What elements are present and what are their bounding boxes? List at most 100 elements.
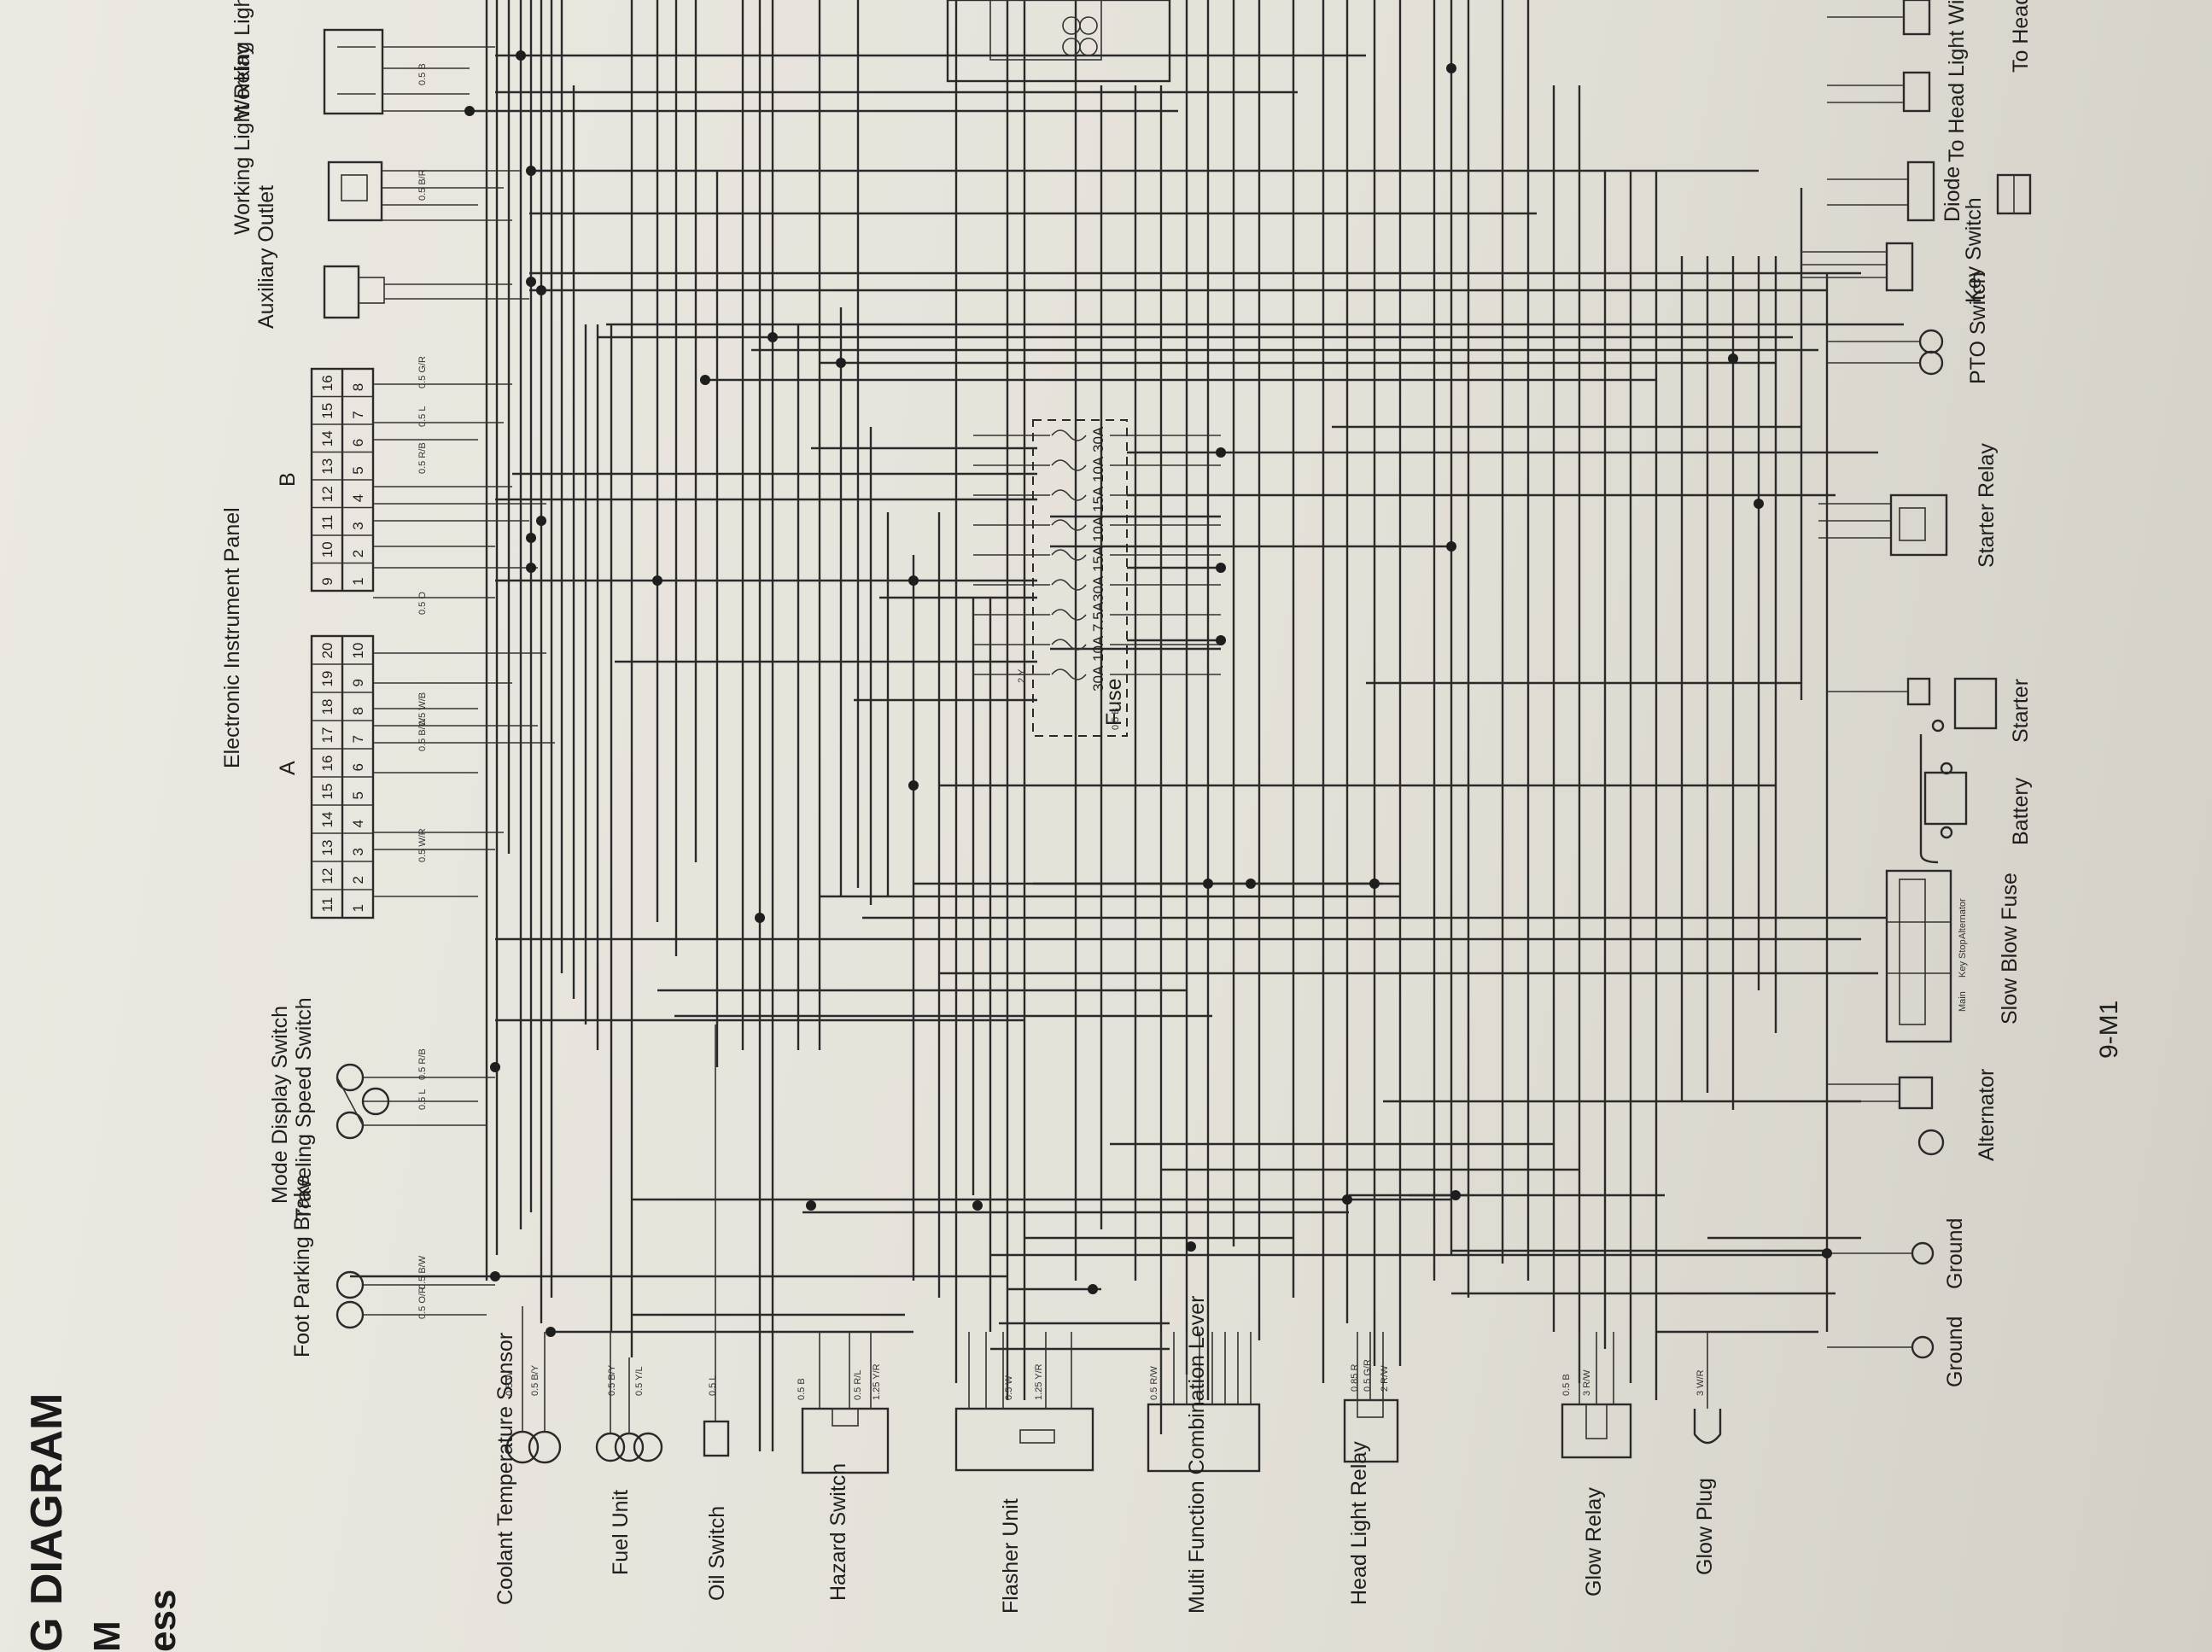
oil-switch (703, 1024, 730, 1457)
fuse-rating: 10A (1090, 516, 1106, 542)
wire-code: 2 R/W (1380, 1365, 1390, 1392)
page-number: 9-M1 (2095, 1001, 2123, 1059)
working-light-switch (323, 28, 495, 115)
coolant-temperature-sensor (505, 1306, 562, 1464)
label-to-head-light-wire-harness-3: To Head Light Wire Harness 3 (1945, 0, 1969, 162)
fuse-rating: 30A (1090, 665, 1106, 692)
panel-connector-b-label: B (276, 472, 300, 487)
connector-pin: 8 (350, 707, 366, 715)
auxiliary-outlet (323, 265, 529, 319)
head-light-relay (1343, 1332, 1399, 1463)
fuse-rating: 10A (1090, 635, 1106, 662)
fuse-rating: 30A (1090, 575, 1106, 602)
connector-pin: 12 (319, 868, 336, 884)
label-ground-2: Ground (1943, 1218, 1967, 1289)
fuse-rating: 15A (1090, 486, 1106, 512)
connector-pin: 7 (350, 411, 366, 418)
label-diode: Diode (1941, 166, 1964, 222)
header-title: G DIAGRAM (22, 1393, 72, 1652)
wire-code: 0.5 R/L (853, 1370, 863, 1400)
wire-code: 0.5 B/W (417, 717, 428, 751)
vertical-bus (485, 0, 1829, 1451)
ground-1 (1827, 1335, 1935, 1359)
wire-code: 0.5 B/Y (530, 1364, 540, 1396)
wire-code: 2 Y (1017, 668, 1027, 683)
wire-code: 0.5 B (417, 63, 428, 85)
label-starter: Starter (2009, 679, 2033, 743)
connector-pin: 1 (350, 904, 366, 912)
label-starter-relay: Starter Relay (1975, 443, 1999, 568)
wire-code: 0.5 B/Y (607, 1364, 617, 1396)
multi-function-combination-lever (1147, 1332, 1261, 1473)
wire-code: 0.5 R/W (1149, 1366, 1159, 1400)
panel-connector-a-label: A (276, 761, 300, 775)
key-switch (1801, 242, 1914, 292)
connector-pin: 6 (350, 763, 366, 771)
wire-code: 0.5 B (1111, 708, 1121, 730)
wire-code: 0.5 W (1004, 1375, 1014, 1400)
connector-pin: 3 (350, 522, 366, 529)
wire-code: 0.5 O/R (417, 1287, 428, 1319)
slow-blow-fuse: Main Key Stop Alternator (1885, 869, 1968, 1043)
horizontal-wires (350, 54, 1904, 1351)
label-oil-switch: Oil Switch (705, 1506, 729, 1601)
hazard-switch (801, 1332, 890, 1474)
fuse-rating: 7.5A (1090, 601, 1106, 632)
connector-pin: 13 (319, 458, 336, 475)
label-auxiliary-outlet: Auxiliary Outlet (254, 185, 278, 329)
starter (1827, 677, 1998, 733)
wire-code: 0.5 L (417, 406, 428, 427)
label-traveling-speed-switch: Traveling Speed Switch (292, 997, 316, 1221)
connector-pin: 10 (350, 643, 366, 659)
label-coolant-temperature-sensor: Coolant Temperature Sensor (493, 1333, 517, 1605)
label-battery: Battery (2009, 777, 2033, 845)
wire-code: 0.5 L (708, 1375, 718, 1396)
connector-pin: 5 (350, 791, 366, 799)
connector-pin: 13 (319, 840, 336, 856)
label-slow-blow-fuse: Slow Blow Fuse (1998, 873, 2022, 1024)
connector-pin: 14 (319, 430, 336, 447)
wire-code: 3 W/R (1695, 1369, 1706, 1396)
wire-code: 0.5 B/W (417, 1255, 428, 1289)
wire-code: 0.5 L (417, 1089, 428, 1110)
wire-code: 0.5 B/R (417, 169, 428, 201)
label-ground-1: Ground (1943, 1316, 1967, 1387)
alternator (1827, 1076, 1945, 1156)
fuse-rating: 10A (1090, 456, 1106, 482)
slow-blow-slot-key-stop: Key Stop (1958, 939, 1968, 978)
label-pto-switch: PTO Switch (1966, 271, 1990, 384)
wire-code: 0.85 R (1350, 1364, 1360, 1392)
connector-pin: 12 (319, 486, 336, 502)
fuse-rating: 30A (1090, 426, 1106, 452)
slow-blow-slot-alternator: Alternator (1958, 898, 1968, 939)
wire-code: 0.5 G/R (417, 356, 428, 388)
wire-code: 0.5 W/R (417, 828, 428, 862)
wire-code: 0.5 B (1561, 1374, 1572, 1396)
junction-dots (464, 50, 1832, 1337)
label-multi-function-combination-lever: Multi Function Combination Lever (1185, 1296, 1209, 1614)
label-flasher-unit: Flasher Unit (999, 1498, 1023, 1614)
wire-code: 0.5 O (417, 592, 428, 615)
connector-pin: 8 (350, 383, 366, 391)
label-glow-plug: Glow Plug (1693, 1478, 1717, 1575)
connector-pin: 14 (319, 812, 336, 828)
working-light-relay (327, 161, 521, 222)
label-key-switch: Key Switch (1962, 197, 1986, 303)
connector-pin: 19 (319, 671, 336, 687)
glow-plug (1693, 1332, 1722, 1445)
label-fuel-unit: Fuel Unit (609, 1490, 633, 1575)
connector-pin: 7 (350, 735, 366, 743)
label-working-light-switch: Working Light Switch (231, 0, 254, 120)
wire-code: 1.25 Y/R (872, 1363, 882, 1400)
label-glow-relay: Glow Relay (1582, 1487, 1606, 1597)
wire-code: 0.5 R/B (417, 442, 428, 474)
